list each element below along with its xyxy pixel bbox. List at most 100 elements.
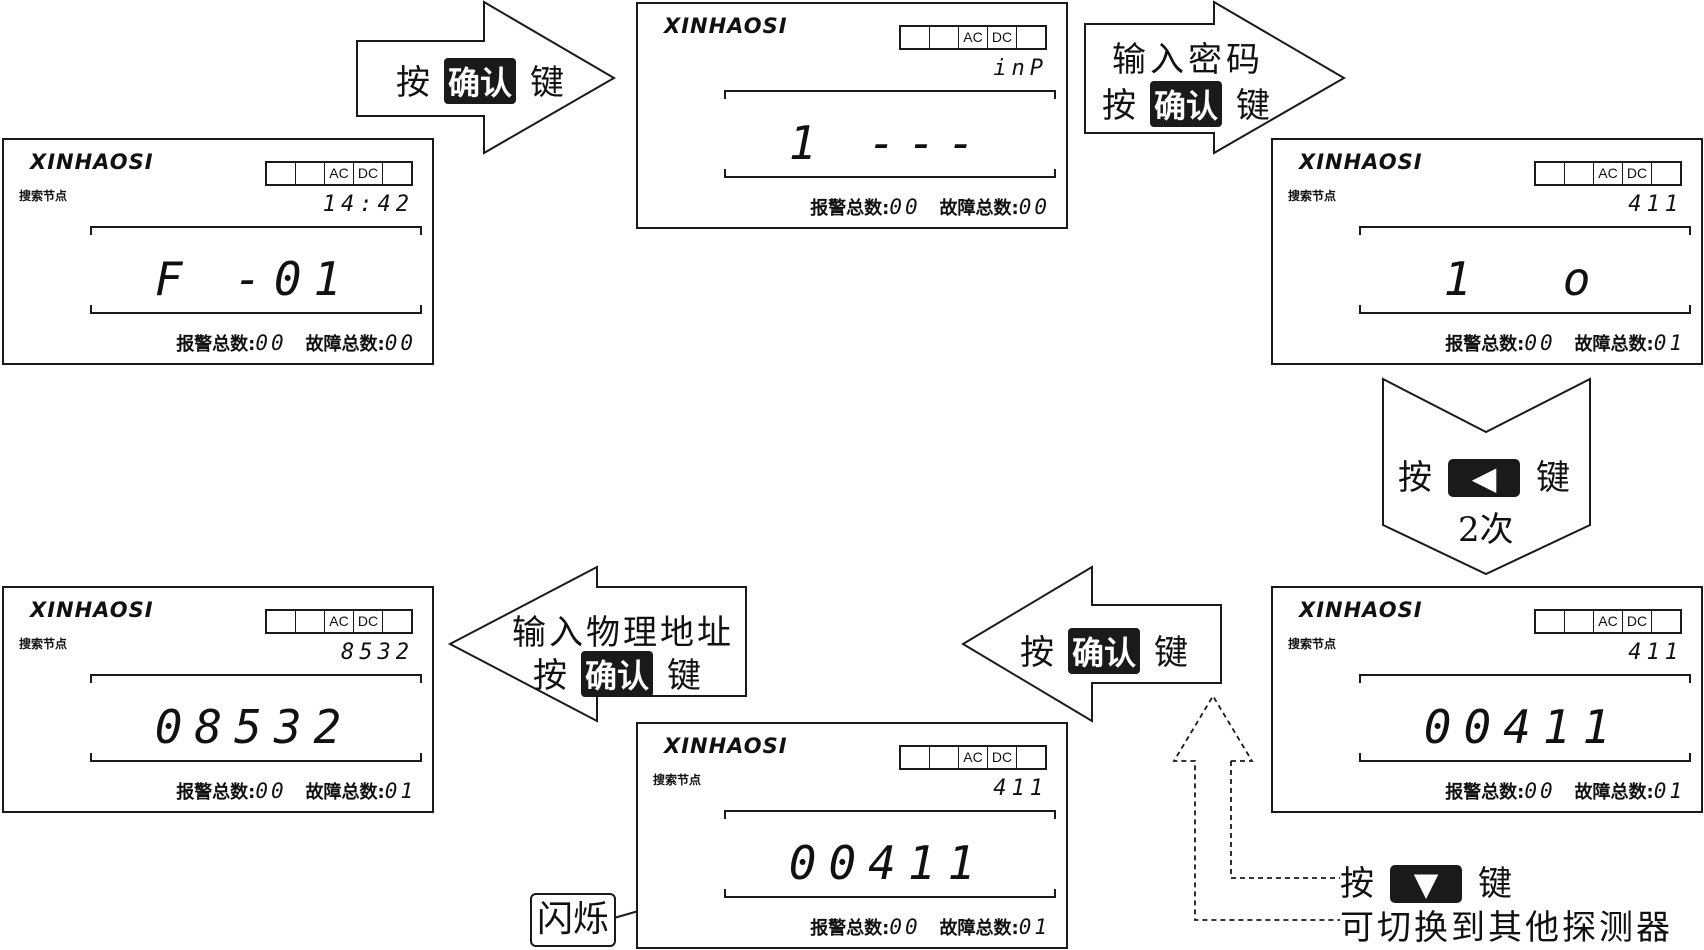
status-box: DC xyxy=(988,747,1017,768)
status-box xyxy=(1565,611,1594,632)
status-box xyxy=(383,163,411,184)
totals-footer: 报警总数:00 故障总数:01 xyxy=(810,914,1050,940)
brand-logo: XINHAOSI xyxy=(30,598,154,622)
fault-count: 00 xyxy=(384,331,416,355)
status-box: AC xyxy=(1594,611,1623,632)
display-bottom-line xyxy=(724,169,1056,178)
alarm-label: 报警总数: xyxy=(1445,782,1525,803)
confirm-key: 确认 xyxy=(1068,628,1141,674)
totals-footer: 报警总数:00 故障总数:00 xyxy=(810,194,1050,220)
fault-label: 故障总数: xyxy=(939,918,1019,939)
fault-count: 01 xyxy=(384,779,416,803)
fault-label: 故障总数: xyxy=(305,782,385,803)
time-readout: inP xyxy=(993,56,1048,81)
step4-label: 按确认键 xyxy=(1020,625,1188,674)
alarm-count: 00 xyxy=(255,331,287,355)
fault-label: 故障总数: xyxy=(1574,334,1654,355)
confirm-key: 确认 xyxy=(1150,81,1223,127)
status-box xyxy=(296,163,325,184)
status-box xyxy=(267,163,296,184)
status-box xyxy=(930,747,959,768)
totals-footer: 报警总数:00 故障总数:01 xyxy=(176,778,416,804)
down-key-label: 按▼键 xyxy=(1340,864,1512,904)
display-bottom-line xyxy=(90,753,422,762)
display-bottom-line xyxy=(724,889,1056,898)
fault-label: 故障总数: xyxy=(939,198,1019,219)
totals-footer: 报警总数:00 故障总数:00 xyxy=(176,330,416,356)
step5-label-line1: 输入物理地址 xyxy=(512,613,734,653)
status-box xyxy=(1652,611,1680,632)
status-box xyxy=(1536,163,1565,184)
display-top-line xyxy=(90,226,422,235)
totals-footer: 报警总数:00 故障总数:01 xyxy=(1445,778,1685,804)
status-box xyxy=(1536,611,1565,632)
fault-count: 00 xyxy=(1018,195,1050,219)
brand-logo: XINHAOSI xyxy=(664,734,788,758)
status-box xyxy=(267,611,296,632)
status-box: DC xyxy=(1623,163,1652,184)
fault-count: 01 xyxy=(1653,779,1685,803)
fault-count: 01 xyxy=(1653,331,1685,355)
down-key-icon: ▼ xyxy=(1390,865,1462,903)
dashed-arrow xyxy=(1172,694,1340,921)
status-box: DC xyxy=(354,163,383,184)
status-box xyxy=(901,27,930,48)
status-box: DC xyxy=(354,611,383,632)
main-display: 00411 xyxy=(1423,700,1623,754)
alarm-label: 报警总数: xyxy=(810,198,890,219)
step3-times: 2次 xyxy=(1458,510,1514,550)
display-top-line xyxy=(1359,226,1691,235)
status-box: DC xyxy=(988,27,1017,48)
switch-detector-label: 可切换到其他探测器 xyxy=(1340,908,1673,948)
display-bottom-line xyxy=(1359,305,1691,314)
main-display: 1 o xyxy=(1443,252,1603,306)
step3-label: 按◀键 xyxy=(1398,458,1570,498)
status-box xyxy=(1652,163,1680,184)
status-box xyxy=(901,747,930,768)
alarm-label: 报警总数: xyxy=(1445,334,1525,355)
time-readout: 411 xyxy=(993,776,1048,801)
status-box xyxy=(296,611,325,632)
step5-label-line2: 按确认键 xyxy=(533,648,701,697)
node-label: 搜索节点 xyxy=(1288,189,1337,203)
totals-footer: 报警总数:00 故障总数:01 xyxy=(1445,330,1685,356)
time-readout: 14:42 xyxy=(322,192,414,217)
alarm-label: 报警总数: xyxy=(810,918,890,939)
time-readout: 411 xyxy=(1628,640,1683,665)
status-box xyxy=(1017,27,1045,48)
alarm-count: 00 xyxy=(255,779,287,803)
brand-logo: XINHAOSI xyxy=(30,150,154,174)
fault-count: 01 xyxy=(1018,915,1050,939)
status-box: AC xyxy=(325,163,354,184)
alarm-count: 00 xyxy=(889,915,921,939)
status-box: DC xyxy=(1623,611,1652,632)
display-top-line xyxy=(724,90,1056,99)
time-readout: 8532 xyxy=(341,640,414,665)
status-box xyxy=(1565,163,1594,184)
flashing-label: 闪烁 xyxy=(530,893,616,947)
brand-logo: XINHAOSI xyxy=(1299,150,1423,174)
fault-label: 故障总数: xyxy=(305,334,385,355)
display-bottom-line xyxy=(90,305,422,314)
alarm-label: 报警总数: xyxy=(176,334,256,355)
left-key-icon: ◀ xyxy=(1448,459,1520,497)
node-label: 搜索节点 xyxy=(19,637,68,651)
status-box: AC xyxy=(1594,163,1623,184)
main-display: 08532 xyxy=(154,700,354,754)
brand-logo: XINHAOSI xyxy=(1299,598,1423,622)
confirm-key: 确认 xyxy=(444,58,517,104)
step2-label-line1: 输入密码 xyxy=(1112,40,1264,80)
step1-label: 按确认键 xyxy=(396,55,564,104)
display-top-line xyxy=(1359,674,1691,683)
status-box: AC xyxy=(325,611,354,632)
main-display: 00411 xyxy=(788,836,988,890)
status-box xyxy=(1017,747,1045,768)
